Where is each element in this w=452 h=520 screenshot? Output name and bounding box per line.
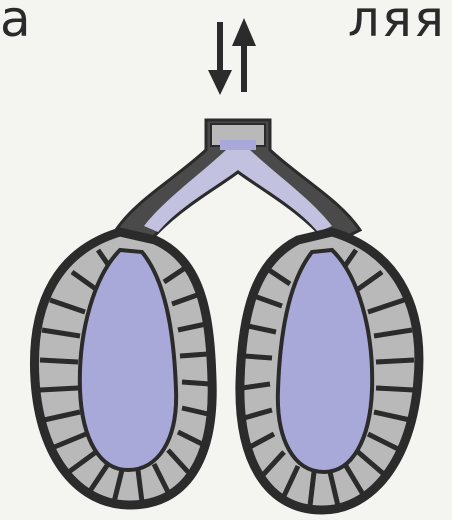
- left-lobe: [34, 232, 212, 505]
- right-lobe: [240, 232, 419, 510]
- arrow-up-icon: [232, 18, 256, 92]
- arrow-down-icon: [208, 22, 232, 95]
- duct: [116, 120, 360, 245]
